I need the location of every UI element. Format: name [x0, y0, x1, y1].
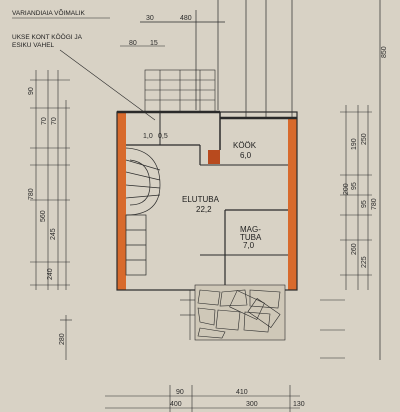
- top-dimension-line: 30 480 80 15: [120, 15, 225, 47]
- top-guide-lines: [195, 0, 293, 118]
- dim-left-70b: 70: [51, 117, 58, 125]
- left-dimension-labels: 90 70 70 780 560 245 280 240: [28, 87, 66, 345]
- dim-left-245: 245: [50, 228, 57, 240]
- stone-terrace: [194, 284, 286, 341]
- dim-top-30: 30: [146, 15, 154, 22]
- room-small-area-2: 0,5: [158, 133, 168, 140]
- dim-left-780: 780: [28, 188, 35, 200]
- dim-top-80: 80: [129, 40, 137, 47]
- dim-left-240: 240: [47, 268, 54, 280]
- dim-bottom-400: 400: [170, 401, 182, 408]
- room-small-area: 1,0: [143, 133, 153, 140]
- right-dimension-labels: 190 250 95 95 200 260 225 780: [343, 133, 378, 268]
- room-mag-name-1: MAG-: [240, 225, 261, 234]
- dim-right-250: 250: [361, 133, 368, 145]
- room-kook-name: KÖÖK: [233, 141, 257, 150]
- dim-bottom-410: 410: [236, 389, 248, 396]
- right-outer-dimension: 850: [379, 0, 388, 360]
- note-line-3: ESIKU VAHEL: [12, 42, 55, 49]
- dim-top-480: 480: [180, 15, 192, 22]
- room-elutuba-area: 22,2: [196, 205, 212, 214]
- room-kook-area: 6,0: [240, 151, 252, 160]
- dim-right-95b: 95: [361, 200, 368, 208]
- bottom-dimensions: 90 410 400 300 130: [105, 385, 305, 412]
- dim-right-95a: 95: [351, 182, 358, 190]
- interior-stair: [125, 147, 161, 276]
- kitchen-stove: [208, 150, 220, 164]
- room-labels: KÖÖK 6,0 ELUTUBA 22,2 MAG- TUBA 7,0 1,0 …: [143, 133, 262, 250]
- dim-bottom-300: 300: [246, 401, 258, 408]
- note-line-1: VARIANDIAIA VÕIMALIK: [12, 8, 86, 17]
- note-line-2: UKSE KONT KÖÖGI JA: [12, 33, 83, 41]
- dim-right-260: 260: [351, 243, 358, 255]
- entrance-steps: [180, 290, 195, 340]
- right-wall-orange: [288, 118, 297, 290]
- dim-left-560: 560: [40, 210, 47, 222]
- right-dimensions: [320, 105, 372, 359]
- building-walls: [116, 110, 298, 291]
- dim-left-70a: 70: [41, 117, 48, 125]
- dim-right-190: 190: [351, 138, 358, 150]
- room-elutuba-name: ELUTUBA: [182, 195, 220, 204]
- room-mag-name-2: TUBA: [240, 233, 262, 242]
- dim-bottom-90: 90: [176, 389, 184, 396]
- dim-left-280: 280: [59, 333, 66, 345]
- dim-top-15: 15: [150, 40, 158, 47]
- dim-right-780: 780: [371, 198, 378, 210]
- room-mag-area: 7,0: [243, 241, 255, 250]
- dim-right-225: 225: [361, 256, 368, 268]
- dim-left-90: 90: [28, 87, 35, 95]
- dim-right-850: 850: [381, 46, 388, 58]
- exterior-stair: [144, 69, 216, 113]
- dim-right-200: 200: [343, 183, 350, 195]
- left-dimensions: [30, 70, 72, 360]
- variant-note: VARIANDIAIA VÕIMALIK UKSE KONT KÖÖGI JA …: [12, 8, 156, 121]
- dim-bottom-130: 130: [293, 401, 305, 408]
- note-leader-line: [59, 49, 156, 121]
- left-wall-orange: [117, 112, 126, 290]
